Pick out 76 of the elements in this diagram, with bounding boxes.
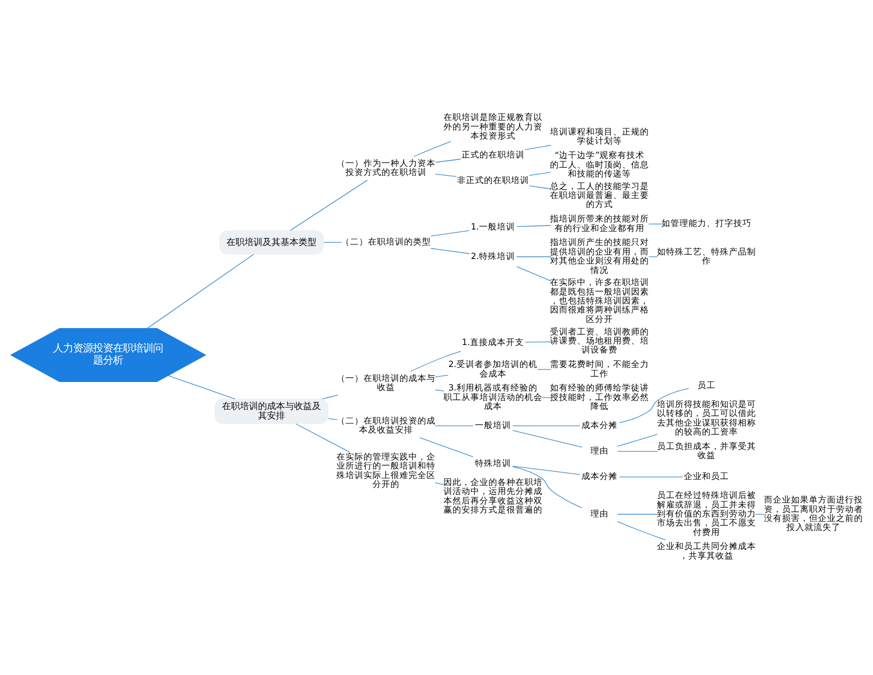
- connector: [322, 394, 338, 399]
- node-text: 培训课程和项目、正规的学徒计划等: [550, 127, 650, 146]
- connector: [617, 520, 666, 540]
- connector: [430, 248, 470, 254]
- node-text: 一般培训: [474, 420, 511, 431]
- connector: [648, 223, 662, 224]
- connector: [430, 230, 470, 236]
- node-text: 指培训所产生的技能只对提供培训的企业有用，而对其他企业则没有用处的情况: [550, 238, 650, 276]
- node-text: 员工负担成本，并享受其收益: [656, 441, 756, 461]
- connector: [296, 423, 350, 452]
- node-text: 企业和员工共同分摊成本，共享其收益: [656, 542, 756, 561]
- node-text: 总之，工人的技能学习是在职培训最普遍、最主要的方式: [550, 181, 650, 210]
- node-text: 2.受训者参加培训的机会成本: [448, 360, 538, 379]
- connector: [524, 341, 552, 342]
- connector: [528, 185, 552, 189]
- connector: [528, 171, 552, 176]
- node-text: 成本分摊: [582, 472, 618, 482]
- node-text: “边干边学”观察有技术的工人、临时顶岗、信息和技能的传递等: [550, 150, 650, 179]
- node-text: 成本分摊: [582, 420, 618, 431]
- node-text: 而企业如果单方面进行投资，员工离职对于劳动者没有损害，但企业之前的投入就流失了: [764, 495, 863, 533]
- connector: [434, 374, 449, 377]
- node-text: 企业和员工: [684, 472, 729, 482]
- connector: [617, 433, 658, 446]
- node-box: 在职培训及其基本类型: [219, 230, 324, 254]
- node-text: 3.利用机器或有经验的职工从事培训活动的机会成本: [443, 383, 542, 412]
- connector: [328, 418, 338, 420]
- node-box: 在职培训的成本与收益及其安排: [214, 398, 328, 424]
- connector: [617, 513, 658, 514]
- node-text: 受训者工资、培训教师的讲课费、场地租用费、培训设备费: [550, 326, 650, 356]
- connector: [168, 374, 236, 399]
- node-text: 培训所得技能和知识是可以转移的，员工可以借此去其他企业谋职获得相称的较高的工资率: [656, 400, 756, 438]
- connector: [617, 450, 658, 452]
- connector: [410, 350, 462, 372]
- connector: [524, 144, 552, 150]
- node-text: 在实际中，许多在职培训都是既包括一般培训因素，也包括特殊培训因素，因而很难将两种训练严格区分开: [550, 278, 650, 324]
- connector: [619, 476, 684, 477]
- node-text: 理由: [590, 508, 609, 519]
- connector: [537, 368, 552, 370]
- connector: [516, 256, 552, 257]
- connector: [434, 482, 444, 485]
- node-text: 指培训所带来的技能对所有的行业和企业都有用: [550, 214, 650, 234]
- connector: [512, 430, 582, 448]
- connector: [434, 158, 462, 162]
- node-text: （二）在职培训的类型: [341, 237, 432, 248]
- node-text: 理由: [590, 446, 609, 456]
- node-text: 需要花费时间，不能全力工作: [550, 360, 650, 379]
- node-text: 特殊培训: [474, 458, 511, 469]
- connector: [516, 224, 552, 226]
- connector: [512, 466, 582, 508]
- node-text: 因此，企业的各种在职培训活动中，运用先分摊成本然后再分享收益这种双赢的安排方式是很普遍的: [443, 478, 542, 516]
- node-text: 1.一般培训: [470, 222, 515, 232]
- node-text: 员工在经过特殊培训后被解雇或辞退，员工并未得到有价值的东西到劳动力市场去出售，员工不愿支付费用: [656, 490, 756, 538]
- node-text: 如特殊工艺、特殊产品制作: [656, 246, 756, 266]
- connector: [512, 424, 580, 426]
- node-text: 非正式的在职培训: [456, 175, 529, 186]
- connector: [290, 179, 368, 230]
- connector: [434, 389, 444, 391]
- connector: [619, 388, 690, 423]
- node-text: 员工: [697, 380, 716, 391]
- node-text: 如有经验的师傅给学徒讲授技能时，工作效率必然降低: [550, 383, 650, 412]
- node-text: 在职培训是除正规教育以外的另一种重要的人力资本投资形式: [443, 112, 542, 141]
- node-text: 1.直接成本开支: [462, 337, 524, 348]
- connector: [512, 465, 580, 474]
- node-text: 如管理能力、打字技巧: [661, 218, 752, 229]
- node-text: （二）在职培训投资的成本及收益安排: [336, 416, 436, 436]
- node-text: （一）在职培训的成本与收益: [336, 373, 436, 393]
- connector: [413, 140, 452, 156]
- connector: [434, 424, 474, 426]
- connector: [516, 266, 552, 281]
- connector: [419, 436, 474, 457]
- node-text: 在实际的管理实践中，企业所进行的一般培训和特殊培训实际上很难完全区分开的: [336, 452, 436, 490]
- node-text: （一）作为一种人力资本投资方式的在职培训: [336, 158, 436, 178]
- node-text: 2.特殊培训: [470, 251, 515, 262]
- connector: [434, 173, 457, 176]
- connector: [146, 253, 254, 328]
- node-text: 正式的在职培训: [461, 150, 524, 160]
